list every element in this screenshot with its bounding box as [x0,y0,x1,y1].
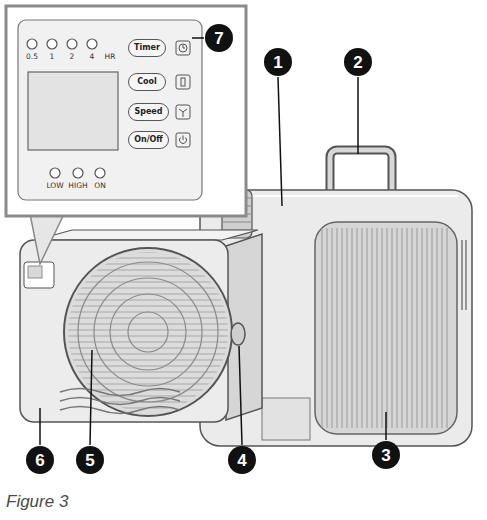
callout-number: 5 [76,446,104,474]
grille-slat [367,228,368,428]
node-text: Timer [134,44,160,52]
unit-display [28,266,42,278]
node-text: On/Off [134,136,163,144]
air-slots [60,389,180,414]
panel-label: 4 [90,53,95,61]
grille-slat [377,228,378,428]
grille-bar [60,252,236,253]
panel-label: HR [105,53,116,61]
grille-bar [60,318,236,319]
grille-slat [407,228,408,428]
grille-bar [60,258,236,259]
grille-bar [60,264,236,265]
grille-bar [60,282,236,283]
side-vents [462,240,466,310]
grille-slat [382,228,383,428]
grille-bar [60,384,236,385]
grille-bar [60,288,236,289]
control-button: On/Off [128,131,169,149]
node-text: 7 [214,30,223,47]
panel-label: 2 [70,53,75,61]
service-panel [262,398,310,440]
grille-bar [60,276,236,277]
grille-slat [387,228,388,428]
grille-slat [442,228,443,428]
grille-slat [397,228,398,428]
grille-slat [432,228,433,428]
grille-slat [437,228,438,428]
inset-pointer [30,214,64,264]
grille-bar [60,348,236,349]
panel-label: HIGH [68,182,87,190]
callout-number: 2 [344,48,372,76]
grille-slat [412,228,413,428]
fan-grille [64,248,232,416]
panel-label: 0.5 [26,53,38,61]
node-text: Cool [137,78,157,86]
grille-slat [347,228,348,428]
node-text: 6 [35,452,44,469]
grille-slat [362,228,363,428]
grille-bar [60,342,236,343]
outdoor-unit-top [36,230,258,240]
callout-number: 1 [264,48,292,76]
unit-control-panel [24,262,54,288]
grille-slat [417,228,418,428]
grille-slats [322,228,447,428]
grille-bar [60,330,236,331]
callout-number: 4 [228,446,256,474]
control-button: Timer [128,39,166,57]
fan-grille-rings [78,262,218,402]
grille-bar [60,372,236,373]
grille-bar [60,270,236,271]
panel-label: ON [94,182,106,190]
indoor-unit-body [200,190,472,446]
grille-slat [427,228,428,428]
drain-knob [231,323,245,345]
grille-slat [337,228,338,428]
node-text: 4 [237,452,246,469]
control-button: Speed [128,103,169,121]
lcd-screen [28,72,118,150]
grille-bar [60,396,236,397]
node-text: Speed [134,108,162,116]
grille-bar [60,360,236,361]
grille-slat [357,228,358,428]
leader-lines [40,38,386,445]
grille-bar [60,354,236,355]
inset-frame [6,6,246,216]
grille-bar [60,336,236,337]
panel-label: LOW [46,182,63,190]
panel-label: 1 [50,53,55,61]
grille-slat [372,228,373,428]
control-panel-face [18,20,202,200]
grille-slat [447,228,448,428]
grille-slat [327,228,328,428]
grille-slat [322,228,323,428]
node-text: 1 [273,54,282,71]
grille-bar [60,378,236,379]
grille-slat [402,228,403,428]
intake-grille [315,222,457,434]
callout-number: 3 [372,441,400,469]
control-button: Cool [128,73,166,91]
node-text: 5 [85,452,94,469]
grille-bar [60,324,236,325]
grille-bar [60,306,236,307]
node-text: 2 [353,54,362,71]
node-text: 3 [381,447,390,464]
button-icons [176,41,190,147]
callout-number: 6 [26,446,54,474]
grille-slat [392,228,393,428]
grille-slat [342,228,343,428]
fan-grille-bars [60,252,236,408]
figure-caption: Figure 3 [6,493,68,510]
grille-slat [352,228,353,428]
grille-slat [332,228,333,428]
callout-number: 7 [205,24,233,52]
grille-slat [422,228,423,428]
